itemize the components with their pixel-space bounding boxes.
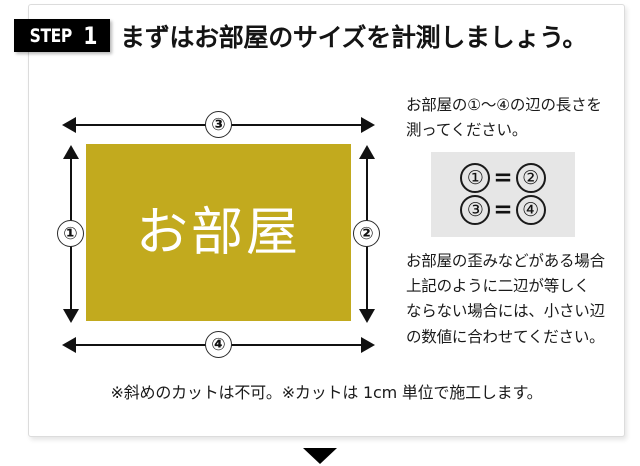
dimension-marker-top: ③ [205, 111, 232, 138]
room-diagram: ③ ① お部屋 ② ④ [29, 101, 404, 371]
arrow-top-left-icon [62, 117, 76, 133]
step-badge-word: STEP [29, 24, 73, 47]
note-line-3: ならない場合には、小さい辺 [406, 302, 605, 321]
dimension-marker-bottom: ④ [205, 331, 232, 358]
page-title: まずはお部屋のサイズを計測しましょう。 [120, 23, 588, 52]
step-badge: STEP 1 [14, 19, 110, 52]
dimension-marker-right: ② [353, 220, 380, 247]
equation-row: ③ = ④ [431, 195, 575, 226]
intro-line-1: お部屋の①〜④の辺の長さを [406, 96, 602, 114]
dimension-marker-left: ① [57, 220, 84, 247]
arrow-right-down-icon [359, 309, 375, 323]
arrow-top-right-icon [361, 117, 375, 133]
step-card: ③ ① お部屋 ② ④ お部屋の①〜④の辺の長さを 測ってください。 ① = [28, 4, 625, 437]
bottom-note: ※斜めのカットは不可。※カットは 1cm 単位で施工します。 [110, 383, 543, 402]
step-badge-number: 1 [83, 21, 98, 50]
equation-sign: = [493, 164, 513, 191]
arrow-bottom-left-icon [62, 337, 76, 353]
arrow-bottom-right-icon [361, 337, 375, 353]
note-line-1: お部屋の歪みなどがある場合 [406, 252, 605, 271]
triangle-down-icon [303, 448, 337, 464]
equation-right-marker: ④ [515, 195, 546, 226]
equation-sign: = [493, 196, 513, 223]
room-label: お部屋 [135, 202, 301, 263]
equation-left-marker: ③ [460, 195, 491, 226]
arrow-right-up-icon [359, 145, 375, 159]
arrow-left-down-icon [63, 309, 79, 323]
instructions-column: お部屋の①〜④の辺の長さを 測ってください。 ① = ② ③ = ④ お部屋の歪… [406, 93, 640, 350]
note-paragraph: お部屋の歪みなどがある場合 上記のように二辺が等しく ならない場合には、小さい辺… [406, 249, 640, 349]
arrow-left-up-icon [63, 145, 79, 159]
equation-left-marker: ① [460, 163, 491, 194]
equation-box: ① = ② ③ = ④ [431, 152, 575, 238]
intro-line-2: 測ってください。 [406, 121, 528, 140]
note-line-2: 上記のように二辺が等しく [406, 277, 590, 296]
intro-paragraph: お部屋の①〜④の辺の長さを 測ってください。 [406, 93, 640, 143]
equation-right-marker: ② [515, 163, 546, 194]
room-rectangle: お部屋 [86, 144, 351, 321]
equation-row: ① = ② [431, 163, 575, 194]
note-line-4: の数値に合わせてください。 [406, 327, 605, 346]
